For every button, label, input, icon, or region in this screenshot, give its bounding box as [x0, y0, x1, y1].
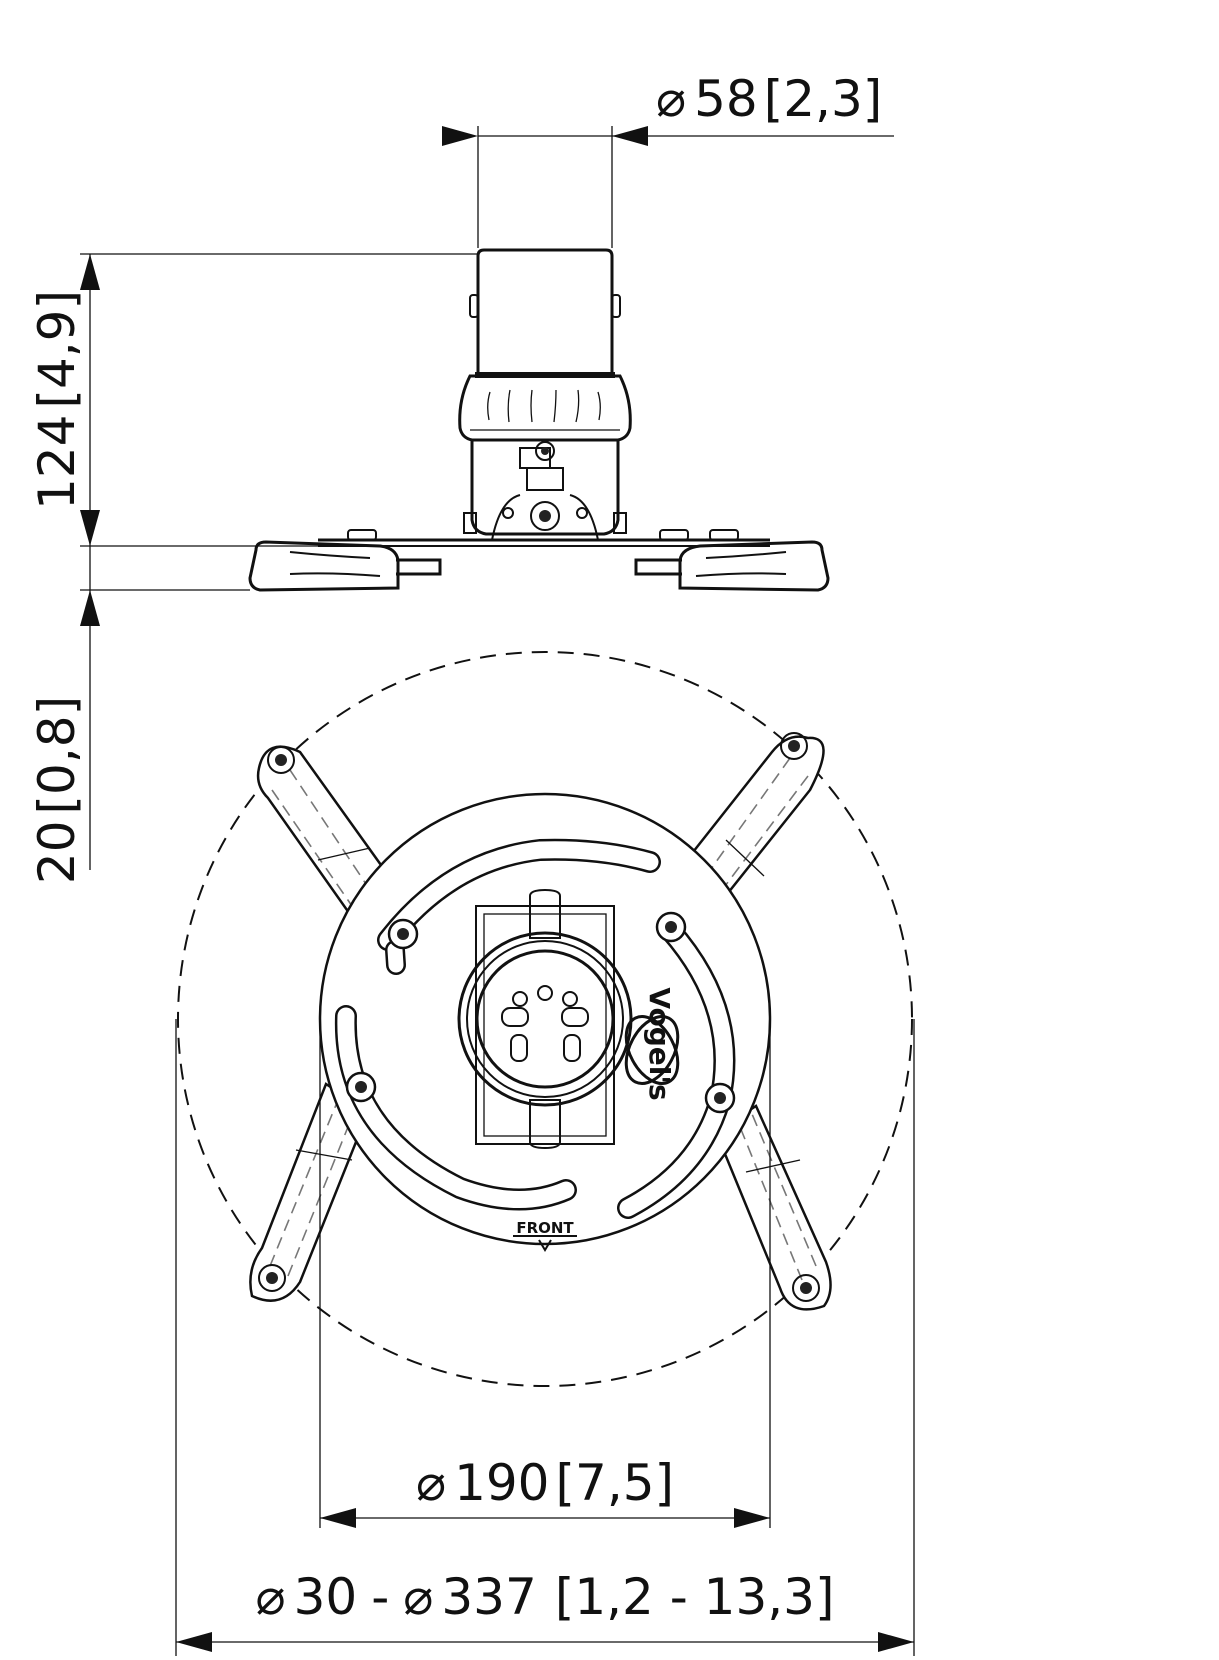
brand-text: Vogel's: [643, 987, 676, 1100]
top-clamp: [529, 888, 561, 939]
outer-range-circle: [177, 651, 913, 1387]
diameter-icon: ⌀: [416, 1454, 446, 1512]
slot-left: [501, 1007, 529, 1027]
side-screw-left: [502, 507, 514, 519]
pivot-bolt-outer: [530, 501, 560, 531]
foot-right-link: [634, 558, 682, 576]
dimension-range: ⌀30-⌀337[1,2 - 13,3]: [175, 1019, 915, 1656]
dim-range-in: [1,2 - 13,3]: [555, 1568, 835, 1626]
hole-top: [537, 985, 553, 1001]
bottom-clamp: [529, 1099, 561, 1150]
dim-58-in: [2,3]: [764, 70, 883, 128]
front-label: FRONT: [516, 1219, 574, 1237]
foot-left-detail: [289, 551, 381, 577]
svg-text:⌀58[2,3]: ⌀58[2,3]: [656, 70, 882, 128]
lock-block: [526, 467, 564, 491]
slot-lower-left: [510, 1034, 528, 1062]
arrow-icon: [80, 510, 100, 546]
diameter-icon: ⌀: [255, 1568, 285, 1626]
ring-outer: [457, 931, 633, 1107]
arrow-icon: [878, 1632, 914, 1652]
base-nub-1: [347, 529, 377, 541]
side-view: [248, 248, 830, 592]
ring-middle: [466, 940, 624, 1098]
arrow-icon: [734, 1508, 770, 1528]
dim-190: 190: [454, 1454, 549, 1512]
hole-right: [562, 991, 578, 1007]
slot-right: [561, 1007, 589, 1027]
knurl-marks: [487, 389, 601, 423]
side-clip-right: [613, 512, 627, 534]
dim-124: 124: [28, 415, 86, 510]
svg-text:124[4,9]: 124 [4,9]: [28, 290, 86, 510]
vogels-logo: Vogel's: [624, 987, 680, 1101]
top-view: Vogel's FRONT: [177, 651, 913, 1387]
bracket-body: [470, 440, 620, 536]
foot-left: [248, 540, 400, 592]
dim-124-in: [4,9]: [28, 290, 86, 409]
dim-30: 30: [294, 1568, 358, 1626]
lock-screw: [541, 447, 549, 455]
dim-337: 337: [441, 1568, 536, 1626]
dimension-top-diameter: ⌀58[2,3]: [442, 70, 894, 248]
tube-lug-left: [469, 294, 479, 318]
arrow-icon: [80, 254, 100, 290]
dim-58: 58: [694, 70, 758, 128]
pivot-bolt: [539, 510, 551, 522]
diameter-icon: ⌀: [403, 1568, 433, 1626]
dim-20: 20: [28, 820, 86, 884]
hole-left: [512, 991, 528, 1007]
dim-190-in: [7,5]: [556, 1454, 675, 1512]
round-plate: [318, 792, 772, 1246]
svg-text:20[0,8]: 20[0,8]: [28, 696, 86, 884]
dimension-plate-diameter: ⌀190[7,5]: [319, 1019, 771, 1528]
diameter-icon: ⌀: [656, 70, 686, 128]
ring-inner: [475, 949, 615, 1089]
side-screw-right: [576, 507, 588, 519]
mount-tube: [476, 248, 614, 378]
side-clip-left: [463, 512, 477, 534]
slot-lower-right: [563, 1034, 581, 1062]
arrow-icon: [80, 590, 100, 626]
front-arrow-icon: [538, 1239, 552, 1252]
tilt-slots: [491, 494, 599, 541]
dimension-height: 124 [4,9]: [28, 253, 478, 547]
lock-screw-outer: [535, 441, 555, 461]
foot-right-detail: [695, 551, 787, 577]
tube-lug-right: [611, 294, 621, 318]
foot-left-link: [396, 558, 442, 576]
foot-right: [678, 540, 830, 592]
svg-text:⌀190[7,5]: ⌀190[7,5]: [416, 1454, 674, 1512]
arrow-icon: [320, 1508, 356, 1528]
range-dash: -: [371, 1568, 389, 1626]
dimension-base: 20[0,8]: [28, 546, 250, 884]
base-nub-2: [659, 529, 689, 541]
arrow-icon: [442, 126, 478, 146]
center-bracket-inner: [483, 913, 607, 1137]
arrow-icon: [612, 126, 648, 146]
svg-text:⌀30-⌀337[1,2 - 13,3]: ⌀30-⌀337[1,2 - 13,3]: [255, 1568, 834, 1626]
arrow-icon: [176, 1632, 212, 1652]
base-nub-3: [709, 529, 739, 541]
dim-20-in: [0,8]: [28, 696, 86, 815]
